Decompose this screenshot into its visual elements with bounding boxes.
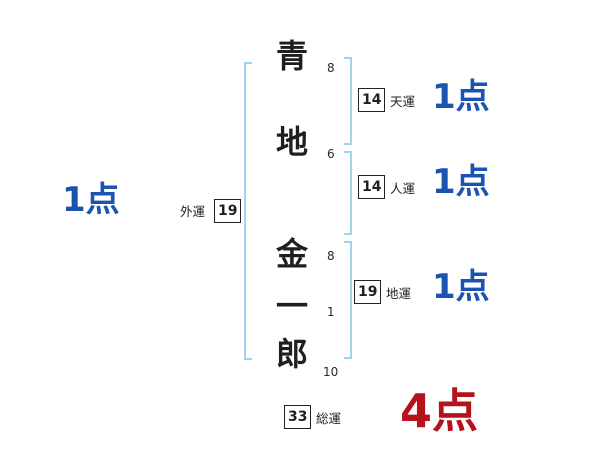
bracket-outer-luck (244, 62, 252, 360)
fortune-label-heaven: 天運 (390, 94, 416, 109)
fortune-label-outer: 外運 (180, 204, 206, 219)
stroke-count-5: 10 (323, 365, 339, 379)
stroke-count-3: 8 (327, 249, 335, 263)
score-heaven: 1点 (432, 77, 490, 117)
value-box-person: 14 (358, 175, 386, 199)
score-outer: 1点 (62, 180, 120, 220)
value-box-earth: 19 (354, 280, 382, 304)
name-char-5: 郎 (275, 335, 308, 373)
stroke-count-1: 8 (327, 61, 335, 75)
value-box-total: 33 (284, 405, 312, 429)
bracket-earth-luck (344, 241, 352, 359)
name-char-4: 一 (275, 287, 308, 325)
name-char-2: 地 (275, 123, 308, 161)
fortune-label-total: 総運 (316, 411, 342, 426)
stroke-count-4: 1 (327, 305, 335, 319)
score-earth: 1点 (432, 267, 490, 307)
stroke-count-2: 6 (327, 147, 335, 161)
score-total: 4点 (400, 384, 479, 438)
value-box-outer: 19 (214, 199, 242, 223)
bracket-heaven-luck (344, 57, 352, 145)
score-person: 1点 (432, 162, 490, 202)
name-char-3: 金 (275, 235, 308, 273)
name-char-1: 青 (275, 37, 308, 75)
fortune-label-person: 人運 (390, 181, 416, 196)
value-box-heaven: 14 (358, 88, 386, 112)
fortune-label-earth: 地運 (386, 286, 412, 301)
bracket-person-luck (344, 151, 352, 235)
